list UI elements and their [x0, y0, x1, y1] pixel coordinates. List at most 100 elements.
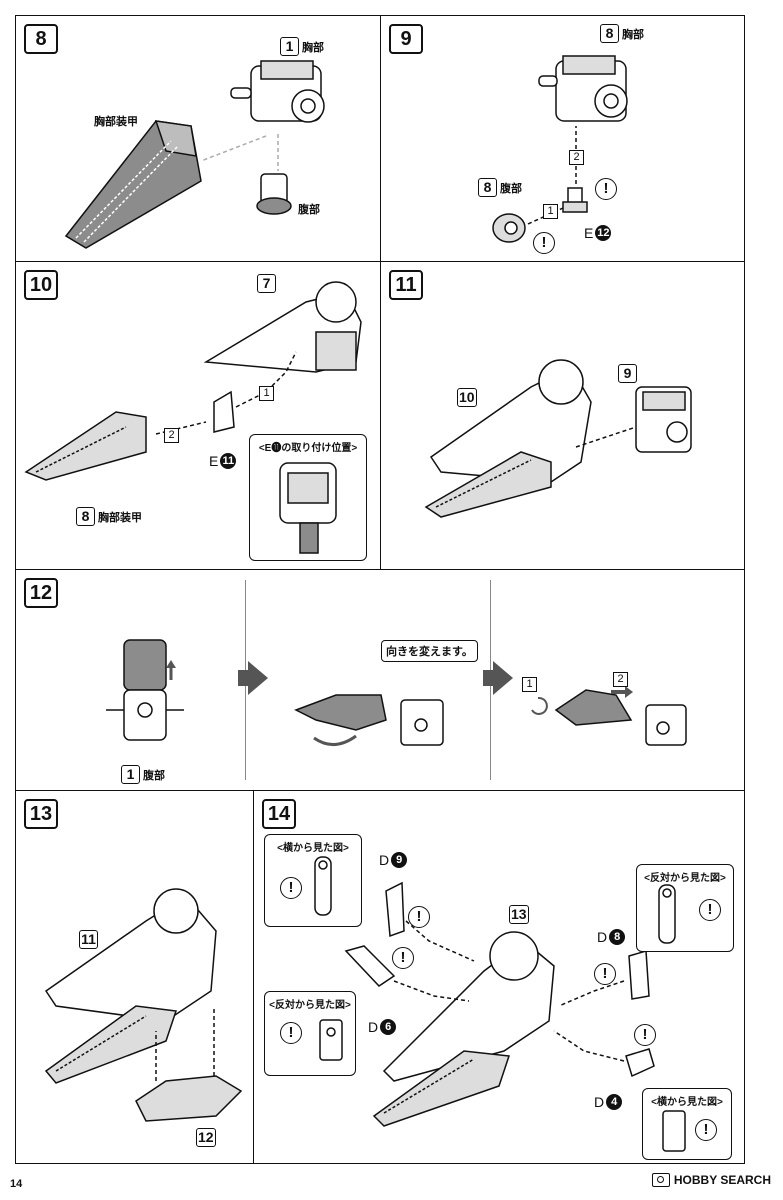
inset-illustration [279, 462, 337, 554]
part-code-d4: D 4 [594, 1094, 623, 1110]
chest-part-tag: 1 胸部 [280, 37, 324, 56]
attachment-position-inset: <E⓫の取り付け位置> [249, 434, 367, 561]
next-arrow-stem [238, 670, 250, 686]
left-part-tag: 10 [457, 388, 477, 407]
warning-icon: ! [408, 906, 430, 928]
inset-title: <反対から見た図> [644, 873, 726, 884]
waist-attach-illustration [44, 888, 243, 1122]
warning-icon: ! [533, 232, 555, 254]
code-letter: E [584, 225, 594, 241]
next-arrow-stem [483, 670, 495, 686]
watermark-text: HOBBY SEARCH [673, 1173, 771, 1187]
rotation-sequence-illustration [106, 639, 687, 746]
part-number: 8 [76, 507, 95, 526]
step-number: 9 [389, 24, 423, 54]
step-14-panel: 14 <横から見た図> ! <反対から見た図> ! <反対から見た図> [253, 790, 745, 1164]
part-label: 腹部 [500, 182, 522, 195]
top-part-tag: 8 胸部 [600, 24, 644, 43]
part-label: 胸部 [622, 28, 644, 41]
inset-title: <反対から見た図> [269, 1000, 351, 1011]
code-letter: D [379, 852, 390, 868]
step-number: 10 [24, 270, 58, 300]
inset-title: <横から見た図> [651, 1097, 723, 1108]
top-part-tag: 7 [257, 274, 276, 293]
center-part-tag: 13 [509, 905, 529, 924]
sequence-2: 2 [613, 672, 628, 687]
part-label: 腹部 [143, 769, 165, 782]
armor-attach-illustration [24, 281, 362, 481]
instruction-bubble: 向きを変えます。 [381, 640, 478, 662]
leg-joint-attach-illustration [344, 881, 655, 1127]
sequence-2: 2 [164, 428, 179, 443]
sequence-1: 1 [259, 386, 274, 401]
chest-armor-label: 胸部装甲 [94, 116, 138, 128]
code-letter: E [209, 453, 219, 469]
bottom-part-tag: 1 腹部 [121, 765, 165, 784]
part-number: 1 [280, 37, 299, 56]
sequence-1: 1 [522, 677, 537, 692]
abdomen-label: 腹部 [298, 204, 320, 216]
part-code-d8: D 8 [597, 929, 626, 945]
bottom-part-tag: 12 [196, 1128, 216, 1147]
sequence-1: 1 [543, 204, 558, 219]
warning-icon: ! [280, 1022, 302, 1044]
code-number: 11 [220, 453, 237, 469]
warning-icon: ! [699, 899, 721, 921]
step-number: 14 [262, 799, 296, 829]
chest-assembly-illustration [64, 60, 325, 249]
warning-icon: ! [695, 1119, 717, 1141]
abdomen-joint-illustration [492, 55, 628, 243]
step-number: 13 [24, 799, 58, 829]
step-10-panel: 10 7 1 2 E 11 8 胸部装甲 <E⓫の取り付け位置> [15, 261, 381, 570]
right-part-tag: 9 [618, 364, 637, 383]
step-11-panel: 11 10 9 [380, 261, 745, 570]
step-number: 12 [24, 578, 58, 608]
inset-illustration [314, 856, 332, 916]
code-letter: D [597, 929, 608, 945]
warning-icon: ! [595, 178, 617, 200]
side-view-inset-2: <横から見た図> ! [642, 1088, 732, 1160]
part-label: 胸部 [302, 41, 324, 54]
part-number: 8 [478, 178, 497, 197]
warning-icon: ! [634, 1024, 656, 1046]
step-12-panel: 12 1 腹部 向きを変えます。 1 2 [15, 569, 745, 791]
code-number: 12 [595, 225, 612, 241]
opposite-view-inset: <反対から見た図> ! [264, 991, 356, 1076]
warning-icon: ! [280, 877, 302, 899]
part-number: 12 [196, 1128, 216, 1147]
part-label: 胸部装甲 [98, 511, 142, 524]
code-letter: D [368, 1019, 379, 1035]
bottom-part-tag: 8 胸部装甲 [76, 507, 142, 526]
inset-title: <横から見た図> [277, 843, 349, 854]
page-number: 14 [10, 1178, 23, 1190]
step-number: 11 [389, 270, 423, 300]
torso-join-illustration [424, 359, 692, 518]
inset-title: <E⓫の取り付け位置> [258, 443, 358, 454]
warning-icon: ! [594, 963, 616, 985]
part-code-d6: D 6 [368, 1019, 397, 1035]
part-number: 1 [121, 765, 140, 784]
inset-illustration [658, 884, 676, 944]
part-number: 13 [509, 905, 529, 924]
step-number: 8 [24, 24, 58, 54]
code-number: 6 [380, 1019, 397, 1035]
left-part-tag: 11 [79, 930, 98, 949]
left-part-tag: 8 腹部 [478, 178, 522, 197]
sequence-2: 2 [569, 150, 584, 165]
opposite-view-inset-2: <反対から見た図> ! [636, 864, 734, 952]
part-number: 8 [600, 24, 619, 43]
code-number: 9 [391, 852, 408, 868]
part-number: 11 [79, 930, 98, 949]
step-8-panel: 8 1 胸部 胸部装甲 腹部 [15, 15, 381, 262]
warning-icon: ! [392, 947, 414, 969]
step-9-panel: 9 8 胸部 8 腹部 2 1 ! ! E 12 [380, 15, 745, 262]
code-number: 8 [609, 929, 626, 945]
next-step-arrow [493, 661, 513, 695]
side-view-inset: <横から見た図> ! [264, 834, 362, 927]
camera-icon [651, 1173, 670, 1187]
next-step-arrow [248, 661, 268, 695]
code-letter: D [594, 1094, 605, 1110]
inset-illustration [662, 1110, 686, 1152]
part-code-d9: D 9 [379, 852, 408, 868]
code-number: 4 [606, 1094, 623, 1110]
